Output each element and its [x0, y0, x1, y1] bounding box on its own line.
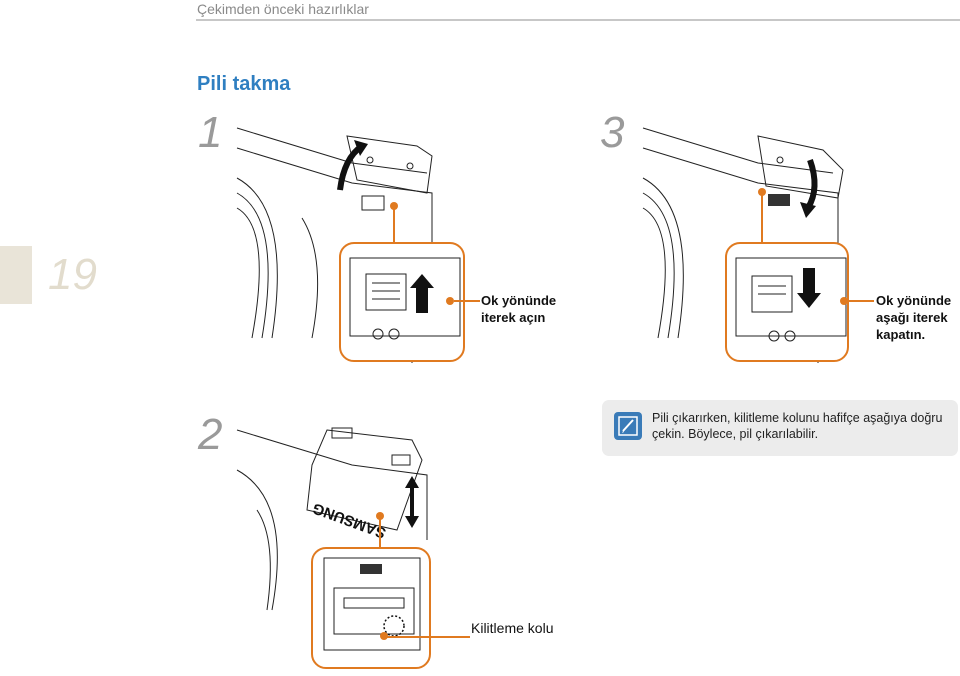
battery-removal-illustration: SAMSUNG — [236, 427, 431, 669]
step-1-leader-line — [454, 300, 480, 302]
note-text: Pili çıkarırken, kilitleme kolunu hafifç… — [652, 411, 943, 441]
lock-lever-label: Kilitleme kolu — [471, 620, 554, 636]
step-number-2: 2 — [198, 410, 223, 459]
step-3-leader-line — [848, 300, 874, 302]
brand-label: SAMSUNG — [310, 499, 388, 541]
note-box — [602, 400, 958, 456]
section-title: Pili takma — [197, 73, 291, 95]
pencil-note-icon — [614, 412, 642, 440]
step-1-caption: Ok yönünde iterek açın — [481, 293, 557, 325]
page-tab — [0, 246, 32, 304]
camera-close-illustration — [642, 127, 849, 363]
lock-lever-leader-line — [384, 636, 470, 638]
camera-open-illustration — [236, 127, 465, 363]
step-3-caption: Ok yönünde aşağı iterek kapatın. — [876, 293, 952, 342]
header-divider — [196, 19, 960, 21]
step-number-1: 1 — [198, 108, 223, 157]
header-title: Çekimden önceki hazırlıklar — [197, 1, 369, 17]
page-number: 19 — [48, 250, 97, 299]
step-number-3: 3 — [600, 108, 625, 157]
